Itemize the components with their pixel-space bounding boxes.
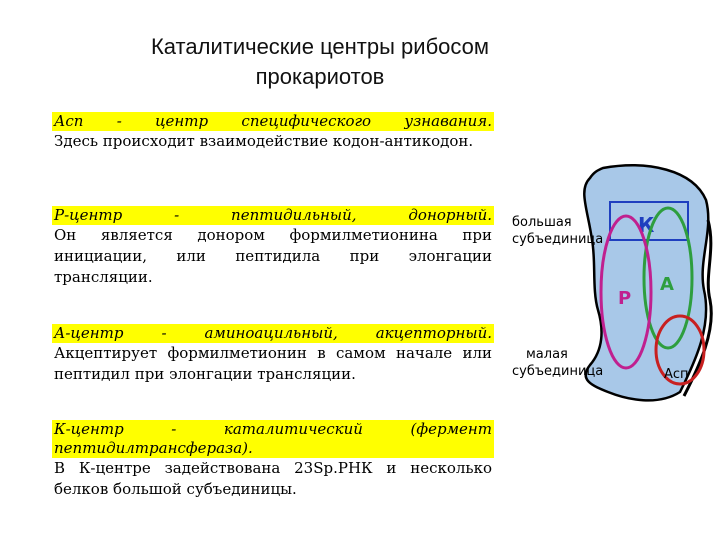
section-p-heading: Р-центр - пептидильный, донорный. <box>52 206 494 225</box>
section-a-text: Акцептирует формилметионин в самом начал… <box>54 344 492 383</box>
section-asp-text: Здесь происходит взаимодействие кодон-ан… <box>54 132 474 150</box>
small-subunit-label-line-1: малая <box>526 347 568 362</box>
a-center-circle <box>642 206 694 350</box>
section-k: К-центр - каталитический (фермент пептид… <box>52 420 494 500</box>
a-center-label: А <box>660 274 674 295</box>
section-asp-heading: Асп - центр специфического узнавания. <box>52 112 494 131</box>
ribosome-diagram: большая субъединица малая субъединица К … <box>512 164 713 402</box>
asp-center-label: Асп <box>664 367 689 382</box>
section-a-heading: А-центр - аминоацильный, акцепторный. <box>52 324 494 343</box>
section-a: А-центр - аминоацильный, акцепторный. Ак… <box>52 324 494 385</box>
asp-center-circle <box>654 314 706 386</box>
page-title: Каталитические центры рибосом прокариото… <box>60 32 580 92</box>
large-subunit-label-line-1: большая <box>512 215 572 230</box>
section-p-text: Он является донором формилметионина при … <box>54 226 492 286</box>
ribosome-outline-shadow <box>682 219 713 397</box>
title-line-2: прокариотов <box>255 64 385 89</box>
p-center-circle <box>599 214 653 370</box>
small-subunit-label-line-2: субъединица <box>512 364 603 379</box>
large-subunit-label-line-2: субъединица <box>512 232 603 247</box>
section-k-heading: К-центр - каталитический (фермент пептид… <box>52 420 494 458</box>
section-asp: Асп - центр специфического узнавания. Зд… <box>52 112 494 152</box>
section-p: Р-центр - пептидильный, донорный. Он явл… <box>52 206 494 288</box>
section-k-text: В К-центре задействована 23Sр.РНК и неск… <box>54 459 492 498</box>
title-line-1: Каталитические центры рибосом <box>150 34 490 59</box>
p-center-label: Р <box>618 288 631 309</box>
